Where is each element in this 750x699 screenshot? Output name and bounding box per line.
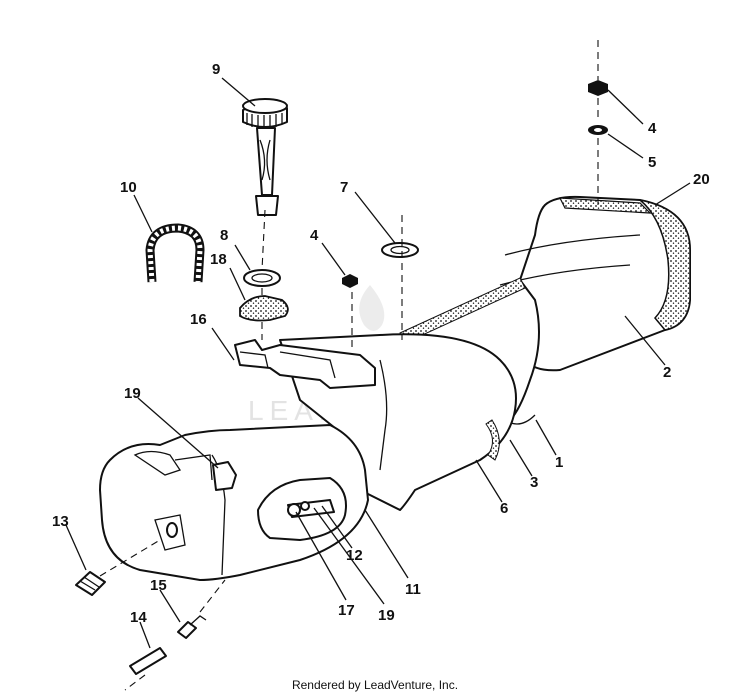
callout-8: 8 — [220, 227, 228, 244]
callout-9: 9 — [212, 61, 220, 78]
callout-18: 18 — [210, 251, 227, 268]
callouts: 9 10 8 18 16 7 4 4 5 20 2 1 3 6 19 13 15… — [52, 61, 710, 626]
fuel-cap — [242, 98, 288, 128]
drain-plug — [75, 571, 106, 596]
leader-lines — [65, 77, 691, 649]
fuel-line — [129, 647, 167, 675]
mounting-flange — [239, 295, 289, 322]
credit-line: Rendered by LeadVenture, Inc. — [291, 678, 459, 692]
nut-right — [588, 80, 608, 96]
callout-16: 16 — [190, 311, 207, 328]
hose-clamp — [177, 615, 207, 639]
grommet — [381, 242, 419, 258]
callout-7: 7 — [340, 179, 348, 196]
washer — [588, 125, 608, 135]
console-bracket — [234, 339, 376, 389]
callout-4-right: 4 — [648, 120, 657, 137]
callout-4-left: 4 — [310, 227, 319, 244]
callout-5: 5 — [648, 154, 656, 171]
callout-15: 15 — [150, 577, 167, 594]
callout-10: 10 — [120, 179, 137, 196]
fuel-hose — [145, 223, 205, 283]
callout-19-bottom: 19 — [378, 607, 395, 624]
gasket — [243, 269, 281, 287]
callout-1: 1 — [555, 454, 563, 471]
assembly-lines — [99, 40, 599, 691]
callout-6: 6 — [500, 500, 508, 517]
fuel-tank — [99, 424, 369, 581]
callout-17: 17 — [338, 602, 355, 619]
callout-3: 3 — [530, 474, 538, 491]
callout-13: 13 — [52, 513, 69, 530]
callout-20: 20 — [693, 171, 710, 188]
callout-2: 2 — [663, 364, 671, 381]
callout-11: 11 — [405, 581, 421, 598]
callout-14: 14 — [130, 609, 147, 626]
callout-12: 12 — [346, 547, 363, 564]
callout-19-top: 19 — [124, 385, 141, 402]
nut-left — [342, 274, 358, 288]
filler-neck — [255, 127, 279, 216]
